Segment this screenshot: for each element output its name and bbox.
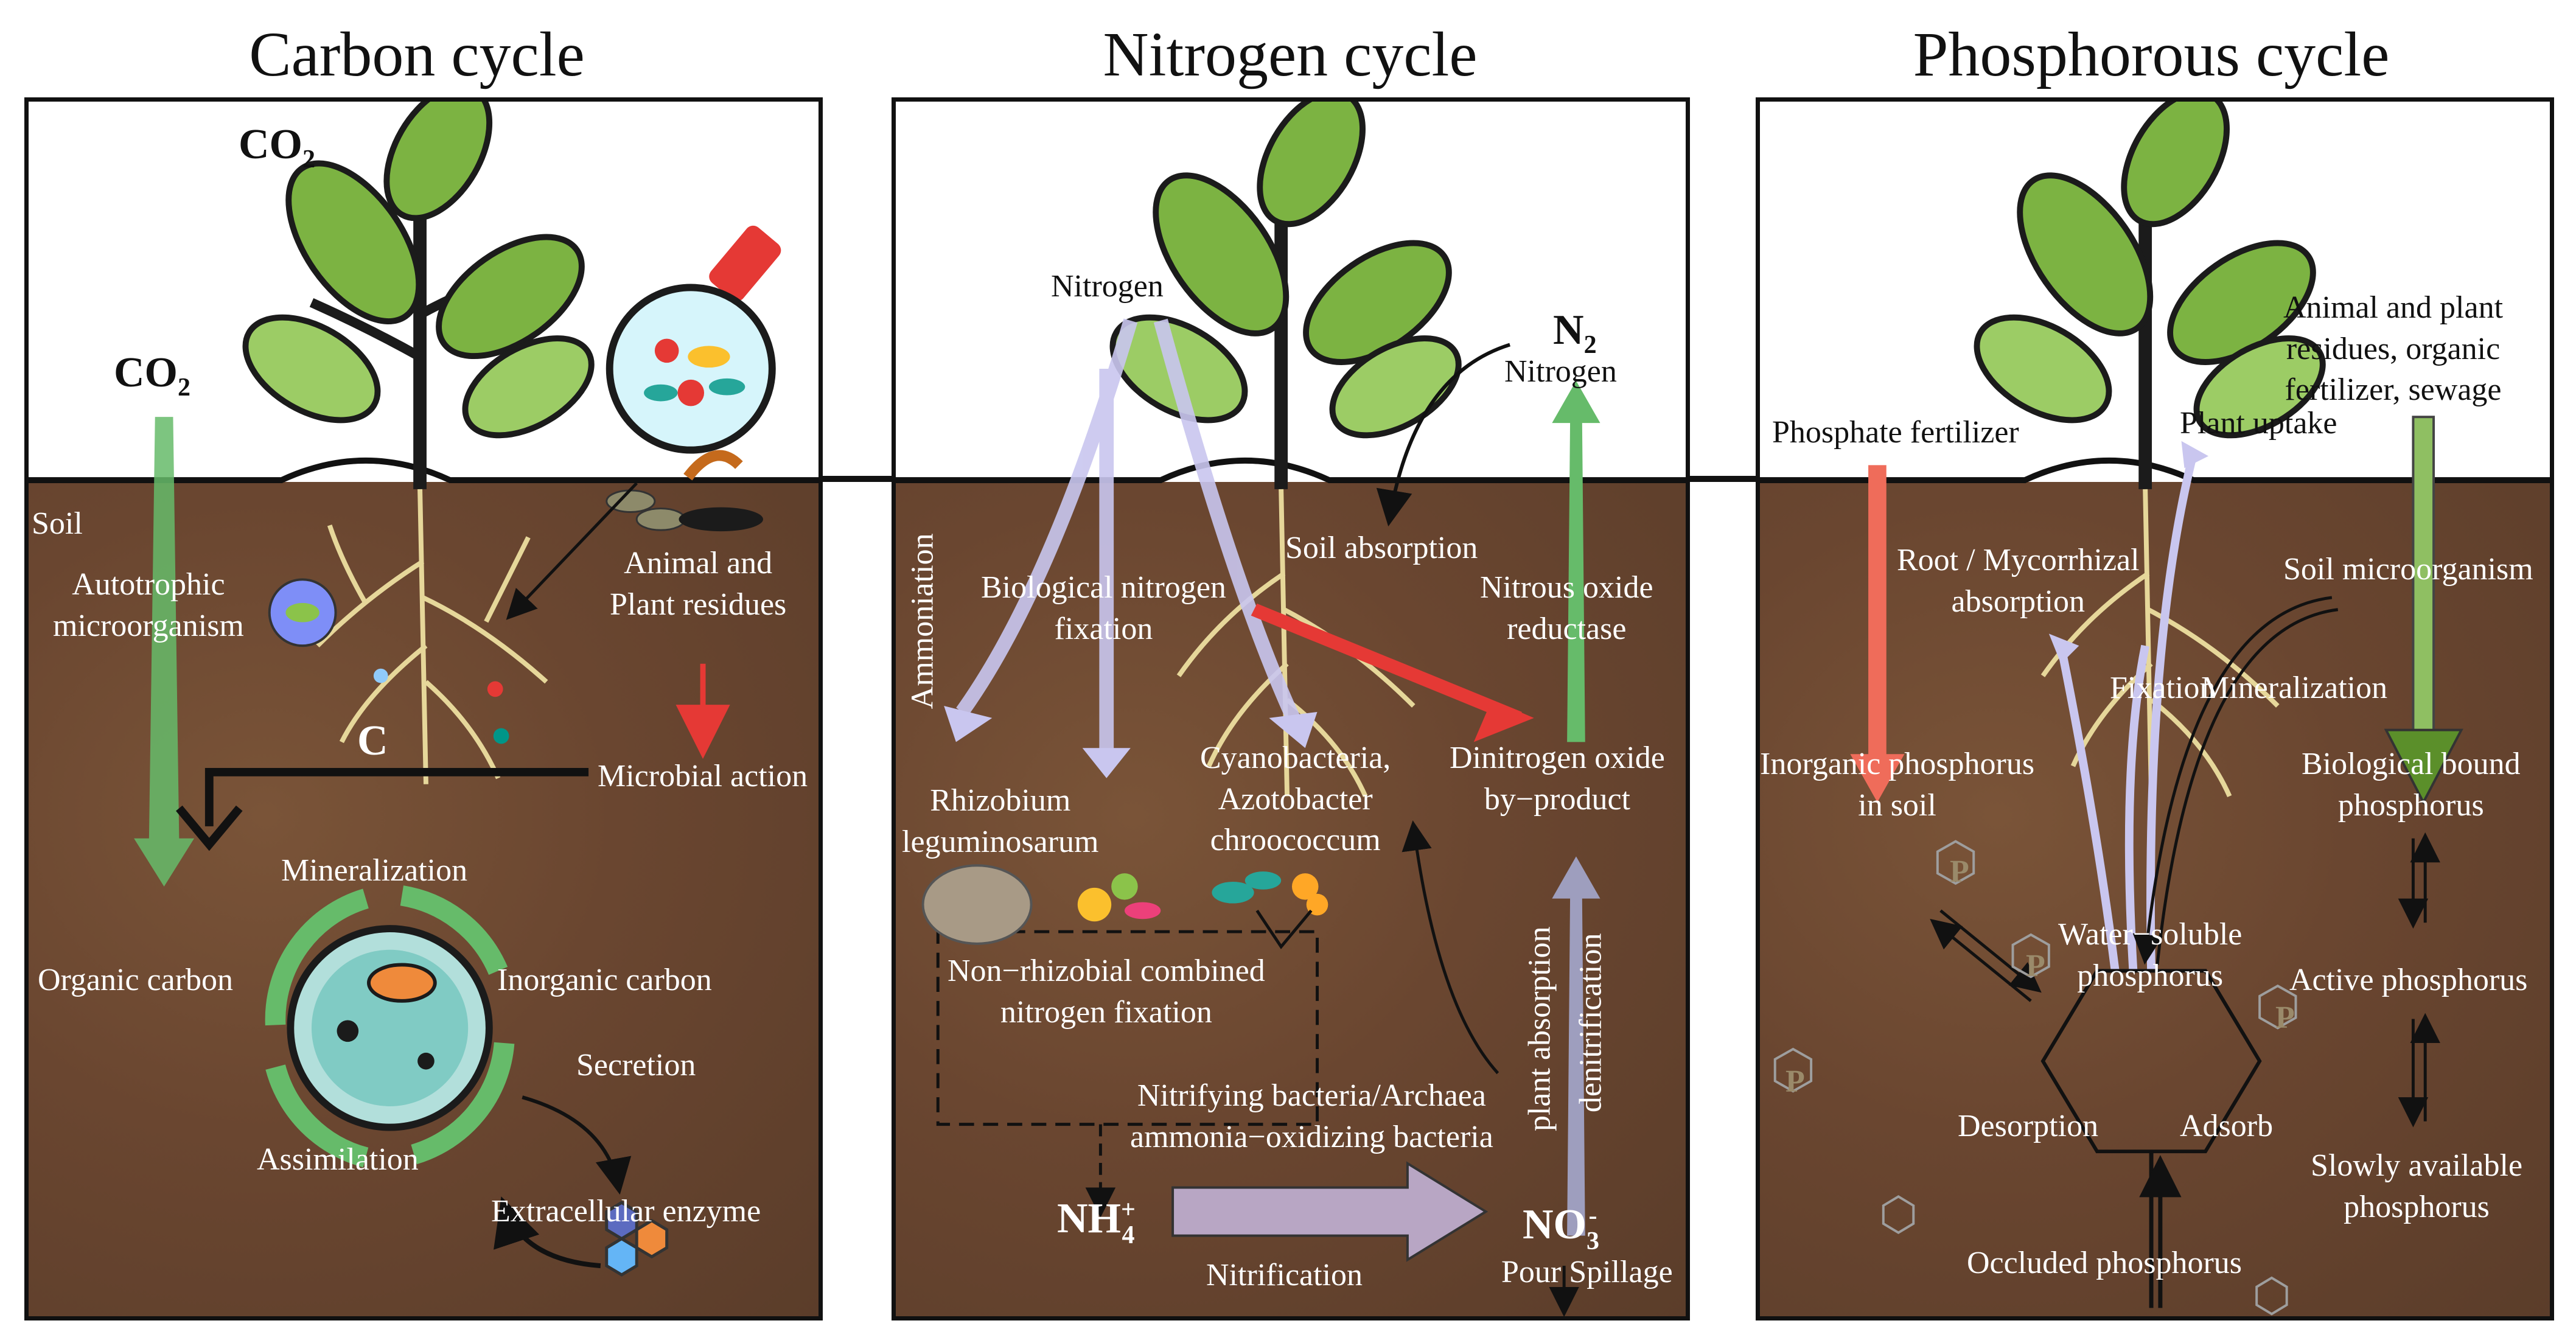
green-arrow [2412,416,2435,738]
arrow [522,1095,632,1195]
p-marker-icon [1773,840,2297,1316]
phosphorus-cycle-panel: P P P P Animal and plant residues, organ… [1756,97,2554,1320]
active-phosphorus-label: Active phosphorus [2289,963,2528,997]
red-arrow [1850,465,1905,803]
ammoniation-label: Ammoniation [905,533,940,710]
animal-plant-fertilizer-label: Animal and plant residues, organic ferti… [2283,290,2504,408]
desorption-label: Desorption [1958,1109,2099,1143]
phosphorus-cycle-title: Phosphorous cycle [1913,19,2390,89]
nitrification-arrow [1171,1161,1489,1262]
biological-bound-label: Biological bound phosphorus [2302,747,2521,823]
ground-line [1760,457,2550,484]
nitrogen-cycle-panel: Nitrogen N2 Nitrogen Ammoniation Biologi… [892,97,1690,1320]
no3-label: NO-3 [1523,1201,1599,1255]
ground-connector [823,476,892,482]
red-arrow [1251,603,1522,724]
nitrification-label: Nitrification [1206,1258,1363,1292]
carbon-graphics [29,102,819,1277]
carbon-cycle-title: Carbon cycle [249,19,585,89]
nitrogen-label: Nitrogen [1051,269,1164,304]
arrow [1376,343,1511,527]
soil-label: Soil [32,506,83,541]
n2-nitrogen-label: Nitrogen [1504,354,1617,389]
assimilation-label: Assimilation [257,1142,419,1177]
p-marker: P [1785,1064,1805,1099]
arrow [2132,596,2333,965]
co2-left-label: CO2 [114,349,190,402]
arrow [1939,909,2042,993]
occluded-phosphorus-label: Occluded phosphorus [1967,1246,2243,1280]
organic-carbon-label: Organic carbon [38,963,234,997]
cycle-ring-icon [265,885,515,1168]
ground-line [896,457,1686,484]
hexagon-shape [2040,969,2262,1154]
slowly-available-label: Slowly available phosphorus [2311,1148,2523,1224]
plant-absorption-label: plant absorption [1522,926,1557,1132]
lavender-arrows [956,318,1300,755]
inorganic-phosphorus-label: Inorganic phosphorus in soil [1760,747,2035,823]
pour-spillage-label: Pour Spillage [1501,1255,1673,1289]
worm-icon [683,450,743,481]
enzyme-icon [605,1201,669,1277]
arrow [1930,918,2032,1002]
dot-icon [487,681,503,697]
nitrogen-graphics [896,102,1686,1316]
root-mycorrhizal-label: Root / Mycorrhizal absorption [1897,543,2140,619]
water-soluble-label: Water−soluble phosphorus [2058,917,2243,993]
arrow [494,1196,601,1269]
p-marker: P [1950,854,1969,889]
nitrifying-bacteria-label: Nitrifying bacteria/Archaea ammonia−oxid… [1130,1078,1493,1154]
non-rhizobial-label: Non−rhizobial combined nitrogen fixation [948,954,1265,1030]
inorganic-carbon-label: Inorganic carbon [497,963,712,997]
cyanobacteria-label: Cyanobacteria, Azotobacter chroococcum [1200,741,1391,858]
lavender-arrows [2056,452,2198,972]
phosphate-fertilizer-label: Phosphate fertilizer [1772,415,2019,450]
elbow-arrow [204,767,589,826]
adsorb-label: Adsorb [2180,1109,2274,1143]
microbial-action-label: Microbial action [598,759,808,794]
dot-icon [373,668,388,683]
residue-icon [606,489,763,532]
magnifier-microbe-icon [606,225,781,454]
dinitrogen-oxide-label: Dinitrogen oxide by−product [1450,741,1665,817]
mineralization-label: Mineralization [2201,671,2388,705]
n2-label: N2 [1553,307,1597,359]
fixation-label: Fixation [2110,671,2216,705]
co2-top-label: CO2 [239,121,315,173]
plant-icon [242,102,595,489]
carbon-c-label: C [357,717,388,764]
carbon-cycle-panel: CO2 CO2 Soil Autotrophic microorganism C… [24,97,823,1320]
nitrous-oxide-label: Nitrous oxide reductase [1480,570,1653,646]
plant-uptake-label: Plant uptake [2180,406,2337,441]
extracellular-enzyme-label: Extracellular enzyme [491,1194,761,1229]
soil-microorganism-label: Soil microorganism [2283,552,2533,587]
p-marker: P [2026,949,2045,983]
microbe-cell-icon [268,578,337,647]
rhizobium-label: Rhizobium leguminosarum [902,783,1099,859]
ground-line [29,457,819,484]
p-marker: P [2275,1000,2295,1035]
grey-arrow [1552,856,1600,1236]
denitrification-label: denitrification [1573,933,1608,1113]
bacteria-icon [921,864,1328,949]
nitrogen-cycle-title: Nitrogen cycle [1103,19,1478,89]
secretion-label: Secretion [576,1048,696,1083]
nh4-label: NH+4 [1057,1195,1136,1249]
green-arrow [1552,380,1600,742]
animal-plant-residues-label: Animal and Plant residues [610,546,787,622]
soil-absorption-label: Soil absorption [1285,531,1478,565]
arrow [1401,820,1499,1075]
roots [316,489,548,784]
mineralization-label: Mineralization [281,853,468,888]
arrow [506,482,638,620]
biological-fixation-label: Biological nitrogen fixation [981,570,1226,646]
dot-icon [493,728,509,744]
autotrophic-label: Autotrophic microorganism [53,567,244,643]
ground-connector [1690,476,1756,482]
phosphorus-graphics [1760,102,2550,1316]
green-arrow [134,417,195,887]
plant-icon [1974,102,2326,489]
